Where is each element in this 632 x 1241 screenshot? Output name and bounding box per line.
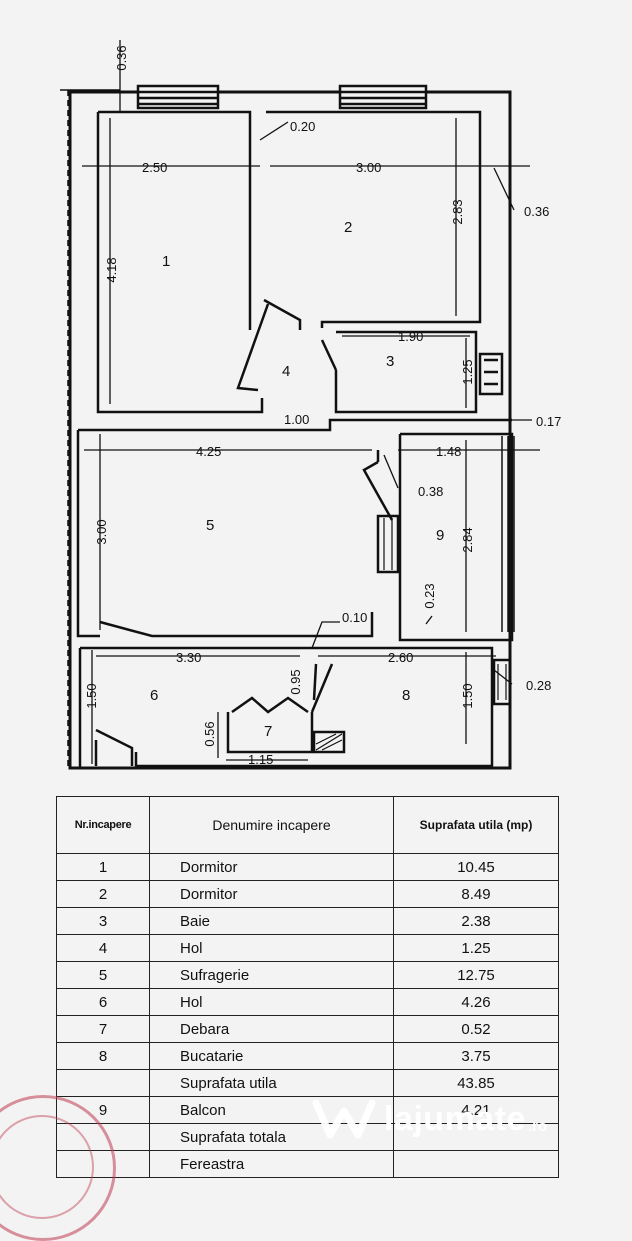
watermark-brand: lajumate [384, 1099, 526, 1138]
room-area-cell: 3.75 [393, 1042, 559, 1070]
room-number-cell: 3 [56, 907, 150, 935]
dim-kitchen-right-wall: 0.28 [526, 678, 551, 693]
room-name-cell: Hol [149, 934, 394, 962]
room-number-cell: 6 [56, 988, 150, 1016]
watermark: lajumate .ro [312, 1095, 547, 1143]
room-area-cell: 1.25 [393, 934, 559, 962]
room-label-4: 4 [282, 363, 290, 380]
room-area-cell: 12.75 [393, 961, 559, 989]
table-row: Fereastra [56, 1150, 559, 1178]
room-name-cell: Bucatarie [149, 1042, 394, 1070]
room-number-cell: 7 [56, 1015, 150, 1043]
room-label-5: 5 [206, 517, 214, 534]
dim-wall-095: 0.95 [288, 669, 303, 694]
room-name-cell: Suprafata utila [149, 1069, 394, 1097]
dim-hall6-height: 1.50 [84, 683, 99, 708]
header-room-name: Denumire incapere [149, 796, 394, 854]
room-name-cell: Sufragerie [149, 961, 394, 989]
floor-plan: 0.36 0.20 2.50 3.00 0.36 4.18 2.83 1.90 … [60, 40, 561, 770]
watermark-tld: .ro [527, 1118, 548, 1135]
dim-int-wall: 0.20 [290, 119, 315, 134]
dim-wall-023: 0.23 [422, 583, 437, 608]
room-label-7: 7 [264, 723, 272, 740]
room-number-cell: 4 [56, 934, 150, 962]
dim-living-width: 4.25 [196, 444, 221, 459]
room-label-3: 3 [386, 353, 394, 370]
dim-wall-010: 0.10 [342, 610, 367, 625]
room-name-cell: Dormitor [149, 880, 394, 908]
dim-wall-038: 0.38 [418, 484, 443, 499]
dim-hall6-width: 3.30 [176, 650, 201, 665]
room-area-cell [393, 1150, 559, 1178]
dim-living-height: 3.00 [94, 519, 109, 544]
room-name-cell: Hol [149, 988, 394, 1016]
room-number-cell: 5 [56, 961, 150, 989]
dim-room1-width: 2.50 [142, 160, 167, 175]
room-label-1: 1 [162, 253, 170, 270]
room-area-table: Nr.incapere Denumire incapere Suprafata … [56, 796, 559, 1178]
room-number-cell: 1 [56, 853, 150, 881]
dim-hall-width: 1.00 [284, 412, 309, 427]
room-name-cell: Baie [149, 907, 394, 935]
dim-bath-width: 1.90 [398, 329, 423, 344]
dim-balcony-width: 1.48 [436, 444, 461, 459]
dim-room1-height: 4.18 [104, 257, 119, 282]
dim-top-wall: 0.36 [114, 45, 129, 70]
dim-room2-width: 3.00 [356, 160, 381, 175]
header-room-number: Nr.incapere [56, 796, 150, 854]
table-header-row: Nr.incapere Denumire incapere Suprafata … [56, 796, 559, 854]
dim-kitchen-height: 1.50 [460, 683, 475, 708]
room-name-cell: Fereastra [149, 1150, 394, 1178]
room-name-cell: Debara [149, 1015, 394, 1043]
room-number-cell: 8 [56, 1042, 150, 1070]
dim-right-wall: 0.36 [524, 204, 549, 219]
room-area-cell: 8.49 [393, 880, 559, 908]
dim-bath-height: 1.25 [460, 359, 475, 384]
dim-storage-width: 1.15 [248, 752, 273, 767]
header-usable-area: Suprafata utila (mp) [393, 796, 559, 854]
room-label-8: 8 [402, 687, 410, 704]
room-number-cell: 2 [56, 880, 150, 908]
dim-wall-017: 0.17 [536, 414, 561, 429]
dim-balcony-height: 2.84 [460, 527, 475, 552]
room-area-cell: 43.85 [393, 1069, 559, 1097]
dim-kitchen-width: 2.60 [388, 650, 413, 665]
room-label-9: 9 [436, 527, 444, 544]
lajumate-logo-icon [312, 1099, 376, 1139]
room-number-cell [56, 1069, 150, 1097]
room-label-2: 2 [344, 219, 352, 236]
room-name-cell: Dormitor [149, 853, 394, 881]
room-area-cell: 0.52 [393, 1015, 559, 1043]
room-area-cell: 4.21 [393, 1096, 559, 1124]
room-area-cell: 2.38 [393, 907, 559, 935]
dim-room2-height: 2.83 [450, 199, 465, 224]
room-area-cell: 10.45 [393, 853, 559, 881]
room-label-6: 6 [150, 687, 158, 704]
room-area-cell: 4.26 [393, 988, 559, 1016]
dim-storage-height: 0.56 [202, 721, 217, 746]
